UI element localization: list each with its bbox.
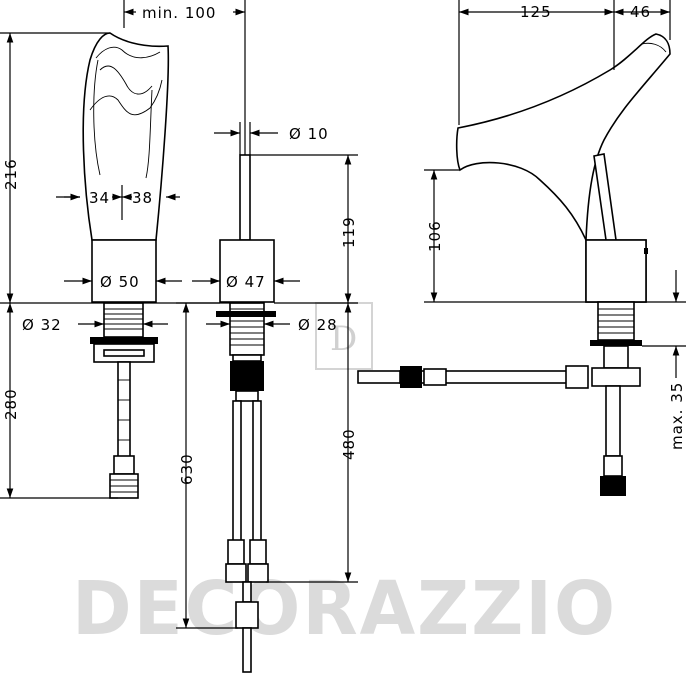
front-base-block bbox=[91, 239, 157, 303]
dimension-labels: min. 100 125 46 216 34 38 Ø 10 119 106 Ø… bbox=[2, 3, 686, 485]
dim-280: 280 bbox=[2, 388, 20, 420]
dim-46: 46 bbox=[630, 3, 651, 21]
watermark: D DECORAZZIO bbox=[72, 302, 617, 652]
dim-34: 34 bbox=[89, 189, 110, 207]
dim-min-100: min. 100 bbox=[142, 4, 216, 22]
side-view bbox=[216, 154, 276, 673]
side-rod bbox=[239, 154, 251, 241]
profile-spout bbox=[455, 33, 671, 303]
dim-phi-50: Ø 50 bbox=[100, 273, 140, 291]
profile-lever bbox=[593, 153, 617, 241]
dim-630: 630 bbox=[178, 453, 196, 485]
side-base-block bbox=[219, 239, 275, 303]
front-view bbox=[82, 32, 170, 499]
profile-view bbox=[357, 33, 671, 496]
dim-480: 480 bbox=[340, 428, 358, 460]
dim-phi-10: Ø 10 bbox=[289, 125, 329, 143]
dim-phi-47: Ø 47 bbox=[226, 273, 266, 291]
dim-max-35: max. 35 bbox=[668, 382, 686, 450]
front-spout bbox=[82, 32, 170, 241]
watermark-text: DECORAZZIO bbox=[72, 566, 617, 652]
dim-38: 38 bbox=[132, 189, 153, 207]
watermark-monogram: D bbox=[330, 319, 357, 359]
dim-216: 216 bbox=[2, 158, 20, 190]
dim-125: 125 bbox=[520, 3, 552, 21]
dim-119: 119 bbox=[340, 216, 358, 248]
dim-phi-28: Ø 28 bbox=[298, 316, 338, 334]
dim-106: 106 bbox=[426, 220, 444, 252]
dim-phi-32: Ø 32 bbox=[22, 316, 62, 334]
dimension-lines bbox=[0, 0, 686, 629]
